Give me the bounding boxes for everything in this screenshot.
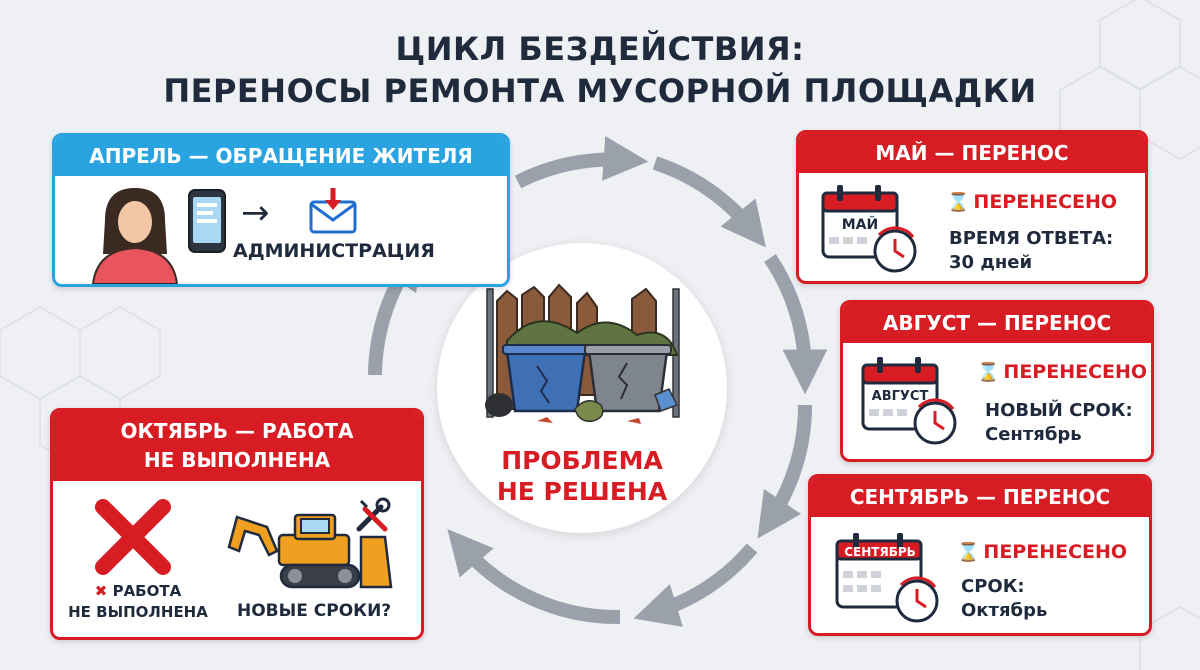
october-header-line-2: НЕ ВЫПОЛНЕНА (143, 448, 331, 472)
diagram-title: ЦИКЛ БЕЗДЕЙСТВИЯ: ПЕРЕНОСЫ РЕМОНТА МУСОР… (0, 28, 1200, 112)
garbage-containers-icon (485, 283, 680, 424)
hourglass-icon: ⌛ (957, 542, 980, 563)
may-status-text: ПЕРЕНЕСЕНО (973, 191, 1118, 213)
center-problem-circle: ПРОБЛЕМА НЕ РЕШЕНА (437, 243, 727, 533)
calendar-icon (861, 357, 957, 445)
august-status-text: ПЕРЕНЕСЕНО (1003, 361, 1148, 383)
october-panel: ОКТЯБРЬ — РАБОТА НЕ ВЫПОЛНЕНА ✖ РАБОТА Н… (50, 408, 424, 640)
september-detail-line-1: СРОК: (961, 576, 1025, 597)
september-detail-line-2: Октябрь (961, 600, 1048, 621)
calendar-icon (821, 185, 917, 273)
smartphone-icon (188, 189, 226, 253)
problem-status-text: ПРОБЛЕМА НЕ РЕШЕНА (437, 445, 727, 507)
april-header: АПРЕЛЬ — ОБРАЩЕНИЕ ЖИТЕЛЯ (55, 136, 507, 176)
may-header: МАЙ — ПЕРЕНОС (799, 133, 1145, 173)
may-detail: ВРЕМЯ ОТВЕТА: 30 дней (949, 227, 1113, 275)
bulldozer-icon (227, 513, 393, 589)
september-status: ⌛ПЕРЕНЕСЕНО (957, 541, 1127, 563)
title-line-1: ЦИКЛ БЕЗДЕЙСТВИЯ: (395, 30, 805, 68)
august-status: ⌛ПЕРЕНЕСЕНО (977, 361, 1147, 383)
flow-arrow: → (241, 193, 270, 233)
new-deadlines-question: НОВЫЕ СРОКИ? (237, 601, 392, 621)
envelope-download-icon (309, 188, 357, 234)
hourglass-icon: ⌛ (947, 192, 970, 213)
april-panel: АПРЕЛЬ — ОБРАЩЕНИЕ ЖИТЕЛЯ → АДМИНИСТРАЦИ… (52, 133, 510, 287)
small-x-icon: ✖ (94, 582, 108, 600)
august-header: АВГУСТ — ПЕРЕНОС (843, 303, 1151, 343)
woman-icon (91, 188, 179, 284)
hourglass-icon: ⌛ (977, 362, 1000, 383)
september-header: СЕНТЯБРЬ — ПЕРЕНОС (811, 477, 1149, 517)
august-calendar-label: АВГУСТ (871, 389, 929, 404)
may-panel: МАЙ — ПЕРЕНОС МАЙ ⌛ПЕРЕНЕСЕНО ВРЕМЯ ОТВЕ… (796, 130, 1148, 284)
august-detail: НОВЫЙ СРОК: Сентябрь (985, 399, 1133, 447)
calendar-icon (835, 533, 939, 623)
september-detail: СРОК: Октябрь (961, 575, 1047, 623)
may-detail-line-2: 30 дней (949, 252, 1033, 273)
august-detail-line-2: Сентябрь (985, 424, 1082, 445)
problem-line-2: НЕ РЕШЕНА (496, 477, 668, 506)
september-calendar-label: СЕНТЯБРЬ (844, 545, 916, 559)
october-header: ОКТЯБРЬ — РАБОТА НЕ ВЫПОЛНЕНА (53, 411, 421, 481)
may-calendar-label: МАЙ (841, 217, 879, 233)
may-status: ⌛ПЕРЕНЕСЕНО (947, 191, 1117, 213)
september-status-text: ПЕРЕНЕСЕНО (983, 541, 1128, 563)
wrench-screwdriver-icon (356, 497, 391, 532)
x-caption-line-2: НЕ ВЫПОЛНЕНА (68, 603, 208, 621)
red-x-icon (95, 499, 171, 575)
may-detail-line-1: ВРЕМЯ ОТВЕТА: (949, 228, 1114, 249)
title-line-2: ПЕРЕНОСЫ РЕМОНТА МУСОРНОЙ ПЛОЩАДКИ (163, 72, 1037, 110)
problem-line-1: ПРОБЛЕМА (501, 446, 663, 475)
x-caption: ✖ РАБОТА НЕ ВЫПОЛНЕНА (63, 581, 213, 623)
x-caption-line-1: РАБОТА (112, 582, 182, 600)
august-detail-line-1: НОВЫЙ СРОК: (985, 400, 1133, 421)
october-header-line-1: ОКТЯБРЬ — РАБОТА (120, 419, 354, 443)
administration-label: АДМИНИСТРАЦИЯ (233, 240, 435, 262)
august-panel: АВГУСТ — ПЕРЕНОС АВГУСТ ⌛ПЕРЕНЕСЕНО НОВЫ… (840, 300, 1154, 462)
september-panel: СЕНТЯБРЬ — ПЕРЕНОС СЕНТЯБРЬ ⌛ПЕРЕНЕСЕНО … (808, 474, 1152, 636)
